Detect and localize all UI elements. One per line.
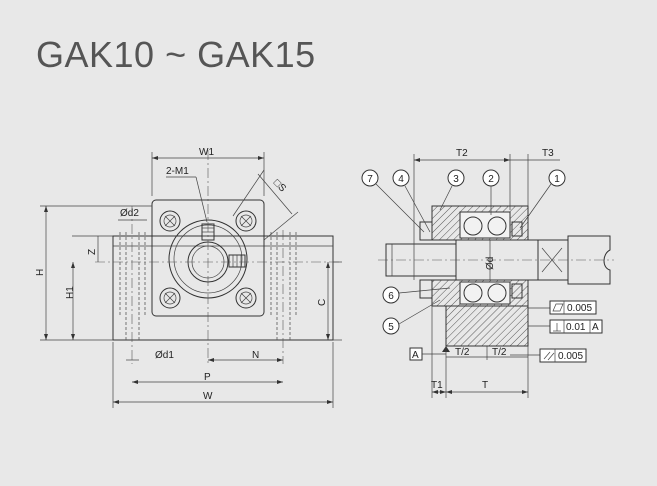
dim-h: H [35, 269, 46, 276]
label-m1: 2-M1 [166, 166, 189, 177]
dim-d2: Ød2 [120, 208, 139, 219]
balloon-5: 5 [382, 299, 441, 335]
svg-text:0.01: 0.01 [566, 322, 586, 333]
balloon-2: 2 [482, 169, 500, 215]
dim-w1: W1 [199, 147, 214, 158]
svg-text:0.005: 0.005 [558, 351, 583, 362]
svg-text:7: 7 [367, 174, 373, 185]
svg-text:1: 1 [554, 174, 560, 185]
datum-a: A [409, 346, 450, 361]
balloon-3: 3 [439, 169, 465, 211]
svg-text:0.005: 0.005 [567, 303, 592, 314]
balloon-1: 1 [519, 169, 566, 229]
dim-d: Ød [485, 257, 496, 270]
dim-p: P [204, 372, 211, 383]
dim-w: W [203, 391, 213, 402]
corner-bolts [159, 210, 257, 309]
dim-n: N [252, 350, 259, 361]
dim-h1: H1 [65, 286, 76, 299]
dim-t3: T3 [542, 148, 554, 159]
dim-t1: T1 [431, 380, 443, 391]
balloon-6: 6 [382, 286, 451, 304]
svg-text:4: 4 [398, 174, 404, 185]
balloon-4: 4 [392, 169, 431, 233]
bearings [459, 211, 511, 305]
shaft-cutoff [567, 235, 611, 285]
dim-c: C [317, 299, 328, 306]
svg-text:A: A [412, 350, 419, 361]
base-outline [112, 235, 334, 341]
dim-t-half-1: T/2 [455, 347, 470, 358]
dim-t-half-2: T/2 [492, 347, 507, 358]
svg-text:3: 3 [453, 174, 459, 185]
svg-text:6: 6 [388, 291, 394, 302]
dim-t2: T2 [456, 148, 468, 159]
housing-base [445, 305, 529, 347]
perpendicularity-tolerance: 0.01 A [528, 319, 603, 334]
svg-text:5: 5 [388, 322, 394, 333]
dim-z: Z [87, 249, 98, 255]
balloon-7: 7 [361, 169, 425, 233]
parallelism-tolerance: 0.005 [510, 348, 587, 363]
dim-t: T [482, 380, 488, 391]
svg-text:2: 2 [488, 174, 494, 185]
dim-d1: Ød1 [155, 350, 174, 361]
svg-text:A: A [592, 322, 599, 333]
front-view: W1 2-M1 □S Ød2 Z H H1 C Ø [35, 147, 342, 408]
flatness-tolerance: 0.005 [528, 300, 597, 315]
section-view: T2 T3 Ød 7 4 3 2 1 [361, 148, 614, 398]
page-title: GAK10 ~ GAK15 [36, 34, 316, 75]
